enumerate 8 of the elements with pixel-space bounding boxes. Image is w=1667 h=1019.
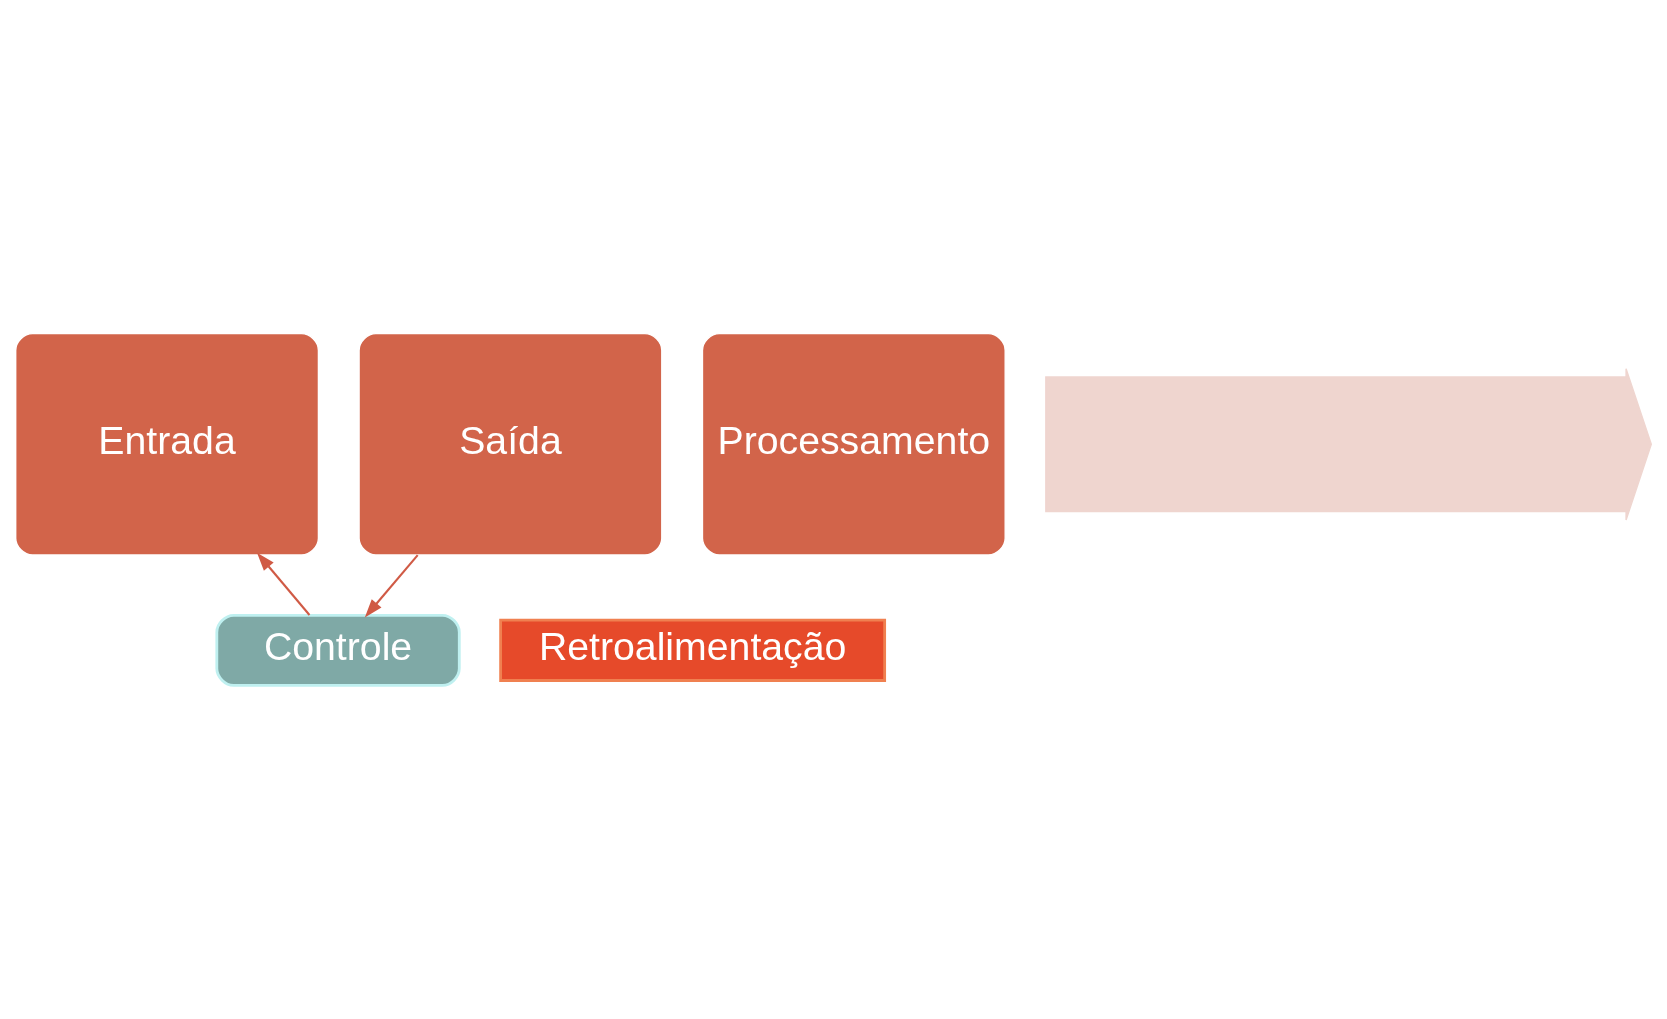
node-box: Entrada	[15, 332, 320, 556]
arrow	[257, 552, 311, 616]
node-box: Processamento	[701, 332, 1006, 556]
arrow	[364, 554, 419, 618]
node-box: Saída	[358, 332, 663, 556]
node-arrow	[1045, 367, 1653, 521]
node-box: Retroalimentação	[499, 618, 887, 682]
node-box: Controle	[215, 613, 461, 687]
